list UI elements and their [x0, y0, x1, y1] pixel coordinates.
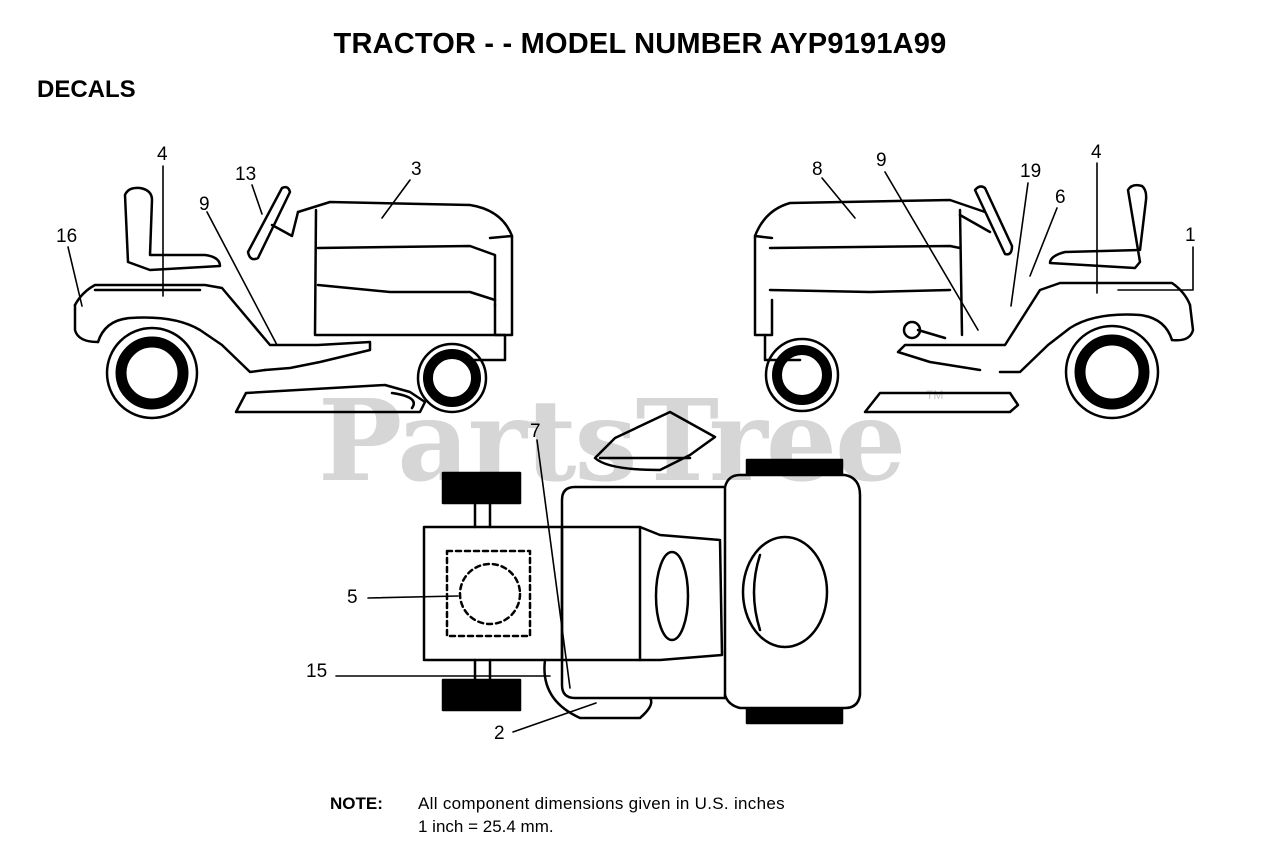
callout-3: 3 [411, 159, 422, 180]
page-title: TRACTOR - - MODEL NUMBER AYP9191A99 [333, 28, 947, 60]
watermark-tm: TM [926, 388, 944, 402]
callout-9-right: 9 [876, 150, 887, 171]
callout-9-left: 9 [199, 194, 210, 215]
callout-8: 8 [812, 159, 823, 180]
callout-15: 15 [306, 661, 328, 682]
note-text-line1: All component dimensions given in U.S. i… [418, 794, 785, 813]
callout-16: 16 [56, 226, 78, 247]
section-heading: DECALS [37, 76, 136, 103]
callout-13: 13 [235, 164, 257, 185]
note-label: NOTE: [330, 794, 383, 813]
right-side-view [753, 183, 1195, 420]
top-view [422, 410, 862, 725]
left-side-view [73, 185, 514, 420]
callout-7: 7 [530, 421, 541, 442]
callout-4-right: 4 [1091, 142, 1102, 163]
callout-19: 19 [1020, 161, 1042, 182]
callout-2: 2 [494, 723, 505, 744]
note-text-line2: 1 inch = 25.4 mm. [418, 817, 554, 836]
callout-4-left: 4 [157, 144, 168, 165]
callout-5: 5 [347, 587, 358, 608]
callout-1: 1 [1185, 225, 1196, 246]
leader-lines [67, 162, 1194, 733]
callout-6: 6 [1055, 187, 1066, 208]
